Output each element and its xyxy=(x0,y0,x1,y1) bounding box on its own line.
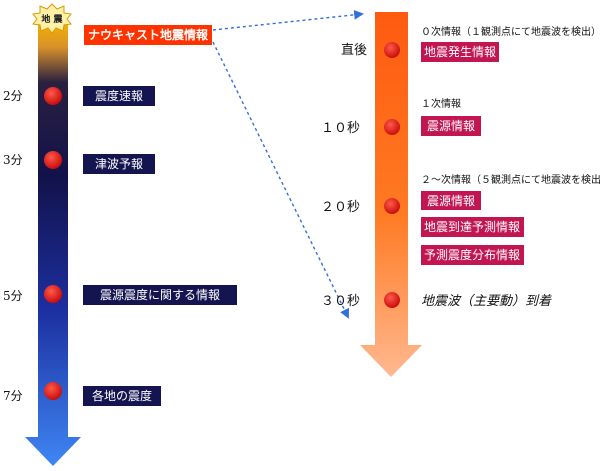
left-time-3min: 3分 xyxy=(3,153,23,167)
earthquake-badge-label: 地 震 xyxy=(41,13,63,25)
left-box-tsunami-forecast-label: 津波予報 xyxy=(95,157,143,171)
left-box-regional-intensity-label: 各地の震度 xyxy=(92,388,152,403)
nowcast-label: ナウキャスト地震情報 xyxy=(88,27,209,42)
note-second-order: ２～次情報（５観測点にて地震波を検出） xyxy=(421,173,600,186)
connector-to-start xyxy=(212,9,364,31)
right-marker-immediate xyxy=(384,42,400,58)
right-box-hypocenter-1-label: 震源情報 xyxy=(427,119,475,133)
right-time-30s: ３０秒 xyxy=(321,294,360,309)
right-box-hypocenter-2-label: 震源情報 xyxy=(427,194,475,208)
right-marker-20s xyxy=(384,198,400,214)
note-first-order: １次情報 xyxy=(421,97,461,110)
earthquake-badge-burst xyxy=(32,3,72,34)
left-box-tsunami-forecast xyxy=(83,154,155,174)
right-marker-10s xyxy=(384,119,400,135)
nowcast-box xyxy=(84,25,212,45)
left-time-5min: 5分 xyxy=(3,289,23,303)
left-marker-2min xyxy=(44,87,62,105)
right-timeline-arrow xyxy=(360,12,422,377)
left-box-intensity-flash-label: 震度速報 xyxy=(95,88,143,103)
right-box-hypocenter-1 xyxy=(421,116,481,136)
right-time-immediate: 直後 xyxy=(341,43,367,58)
right-box-intensity-distribution-label: 予測震度分布情報 xyxy=(424,247,520,262)
left-time-7min: 7分 xyxy=(3,389,23,403)
left-timeline-arrow xyxy=(25,20,81,466)
right-time-10s: １０秒 xyxy=(321,121,360,136)
right-time-20s: ２０秒 xyxy=(321,200,360,215)
left-marker-3min xyxy=(44,151,62,169)
left-box-hypocenter-intensity-label: 震源震度に関する情報 xyxy=(100,287,220,302)
main-shock-arrival: 地震波（主要動）到着 xyxy=(421,293,552,309)
right-box-quake-occurrence xyxy=(421,42,499,62)
left-marker-5min xyxy=(44,285,62,303)
left-box-hypocenter-intensity xyxy=(83,285,237,305)
left-box-intensity-flash xyxy=(83,86,155,106)
left-marker-7min xyxy=(44,382,62,400)
right-marker-30s xyxy=(384,292,400,308)
right-box-intensity-distribution xyxy=(421,245,524,265)
left-time-2min: 2分 xyxy=(3,89,23,103)
left-box-regional-intensity xyxy=(83,386,161,406)
right-box-quake-occurrence-label: 地震発生情報 xyxy=(424,45,496,59)
right-box-arrival-forecast xyxy=(421,217,524,237)
right-box-hypocenter-2 xyxy=(421,191,481,210)
note-zero-order: ０次情報（１観測点にて地震波を検出） xyxy=(421,25,600,38)
right-box-arrival-forecast-label: 地震到達予測情報 xyxy=(424,220,520,234)
connector-to-arrival xyxy=(212,41,349,319)
